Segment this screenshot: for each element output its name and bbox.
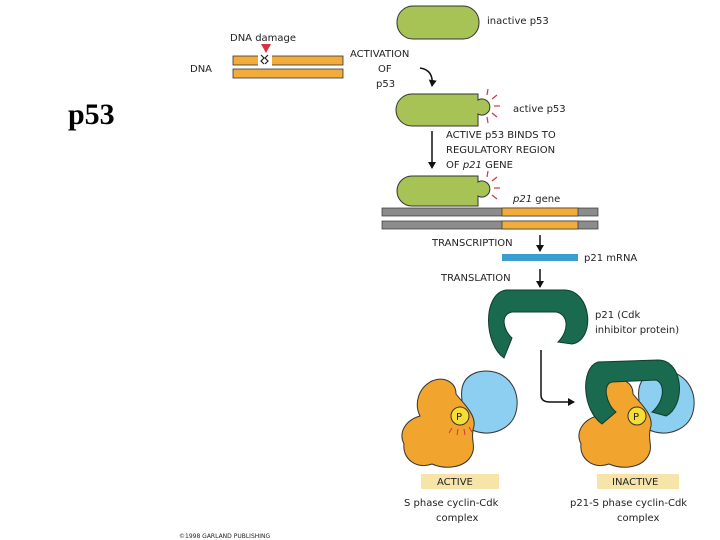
dna-label: DNA — [190, 64, 212, 75]
inactive-badge — [597, 474, 679, 489]
phosphate-left-icon — [450, 406, 470, 426]
bound-p53-shape — [396, 170, 500, 207]
binds-label-2: REGULATORY REGION — [446, 145, 555, 156]
binds-label-1: ACTIVE p53 BINDS TO — [446, 130, 556, 141]
p21-mrna-bar — [502, 254, 578, 261]
dna-damage-label: DNA damage — [230, 33, 296, 44]
active-signal-icon — [448, 426, 473, 436]
activation-label-2: OF — [378, 64, 392, 75]
translation-label: TRANSLATION — [440, 273, 511, 284]
phosphate-right-icon — [627, 406, 647, 426]
p21-gene-dna — [381, 207, 599, 230]
phosphate-right-label: P — [633, 412, 639, 423]
activation-label-1: ACTIVATION — [350, 49, 409, 60]
active-p53-shape — [395, 88, 500, 127]
active-badge — [421, 474, 499, 489]
active-badge-label: ACTIVE — [437, 477, 473, 488]
activation-arrow — [419, 67, 437, 87]
p21-protein-label-1: p21 (Cdk — [595, 310, 640, 321]
binds-label-3: OF p21 GENE — [446, 160, 513, 171]
damage-marker-icon — [261, 44, 271, 53]
p21-gene-label: p21 gene — [512, 194, 560, 205]
damaged-dna-strands — [232, 54, 344, 79]
active-caption-2: complex — [436, 513, 478, 524]
copyright-notice: ©1998 GARLAND PUBLISHING — [179, 533, 271, 540]
bound-p21-protein-shape — [585, 359, 680, 425]
transcription-label: TRANSCRIPTION — [431, 238, 513, 249]
slide-title: p53 — [68, 98, 115, 131]
active-p53-label: active p53 — [513, 104, 566, 115]
inactive-caption-2: complex — [617, 513, 659, 524]
p21-mrna-label: p21 mRNA — [584, 253, 637, 264]
active-caption-1: S phase cyclin-Cdk — [404, 498, 499, 509]
phosphate-left-label: P — [456, 412, 462, 423]
inactive-p53-label: inactive p53 — [487, 16, 549, 27]
active-cyclin-cdk-complex — [401, 370, 518, 468]
inactive-p53-shape — [396, 5, 480, 40]
activation-label-3: p53 — [376, 79, 395, 90]
p21-protein-shape — [488, 289, 589, 359]
p21-protein-label-2: inhibitor protein) — [595, 325, 679, 336]
inhibition-arrow — [540, 350, 575, 406]
inactive-caption-1: p21-S phase cyclin-Cdk — [570, 498, 687, 509]
inactive-badge-label: INACTIVE — [612, 477, 658, 488]
